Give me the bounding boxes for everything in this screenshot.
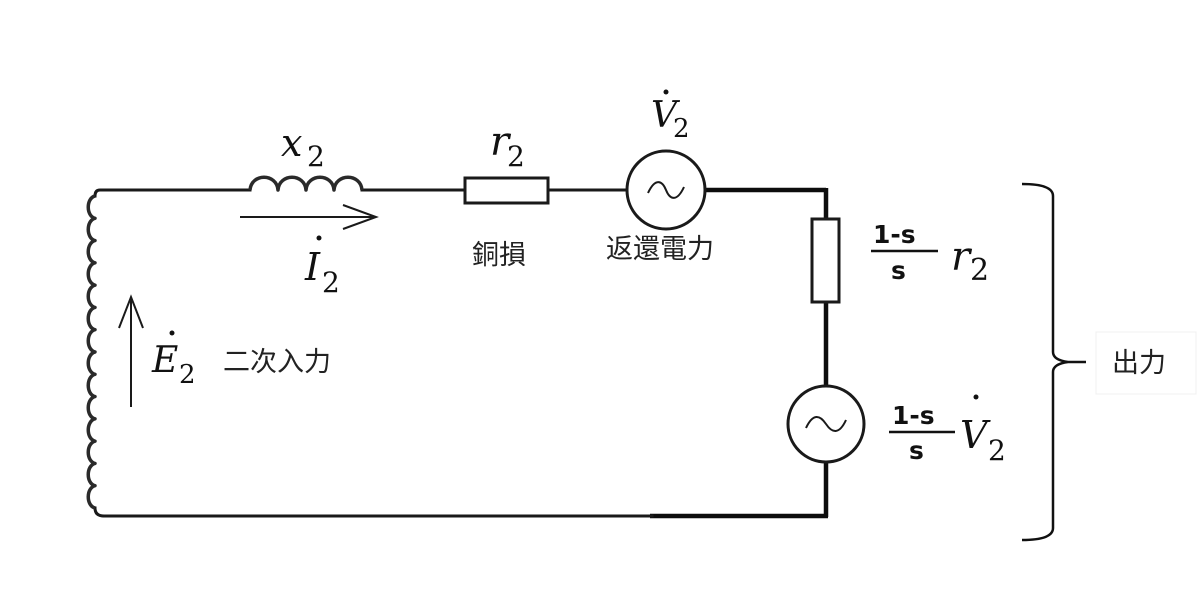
phasor-dot <box>973 394 979 400</box>
current-arrow-head <box>342 204 379 230</box>
fraction-numerator: 1-s <box>873 220 916 249</box>
phasor-dot <box>316 235 322 241</box>
label-i2: I 2 <box>304 235 340 299</box>
label-x2: x 2 <box>281 121 325 173</box>
reactance-inductor <box>248 175 364 192</box>
phasor-dot <box>663 89 669 95</box>
label-load-resistance: 1-s s r 2 <box>871 220 989 288</box>
resistor-r2 <box>463 176 550 205</box>
fraction-denominator: s <box>909 436 924 465</box>
label-x2-subscript: 2 <box>307 140 325 173</box>
ac-wave-icon <box>805 416 847 432</box>
ac-wave-icon <box>647 181 685 199</box>
label-r2-symbol: r <box>490 119 512 165</box>
label-e2-symbol: E <box>151 340 178 381</box>
label-v2-top-subscript: 2 <box>673 114 690 144</box>
label-load-r-symbol: r <box>951 234 973 280</box>
emf-arrow-head <box>118 294 144 329</box>
wire-bottom-corner <box>93 506 106 518</box>
output-label-box <box>1095 331 1197 395</box>
label-return-power: 返還電力 <box>606 234 714 265</box>
label-v2-top-symbol: V <box>651 95 681 136</box>
output-brace <box>1021 182 1086 542</box>
label-i2-symbol: I <box>304 245 321 289</box>
label-v2-bottom-symbol: V <box>960 413 991 457</box>
wire-top-left <box>93 188 112 198</box>
label-output: 出力 <box>1112 348 1166 379</box>
label-r2-subscript: 2 <box>507 140 525 173</box>
label-load-r-subscript: 2 <box>970 253 989 288</box>
load-resistor <box>810 217 841 304</box>
secondary-winding-coil <box>86 194 97 510</box>
label-e2-subscript: 2 <box>179 360 196 390</box>
label-copper-loss: 銅損 <box>472 240 526 271</box>
label-secondary-input: 二次入力 <box>223 347 331 378</box>
label-x2-symbol: x <box>281 121 302 165</box>
label-v2-top: V 2 <box>651 89 690 144</box>
label-v2-bottom-subscript: 2 <box>988 434 1006 467</box>
fraction-denominator: s <box>891 256 906 285</box>
label-i2-subscript: 2 <box>322 266 340 299</box>
label-e2: E 2 <box>151 330 196 390</box>
phasor-dot <box>169 330 175 336</box>
label-r2: r 2 <box>490 119 525 173</box>
fraction-numerator: 1-s <box>892 401 935 430</box>
label-output-voltage: 1-s s V 2 <box>889 394 1006 467</box>
